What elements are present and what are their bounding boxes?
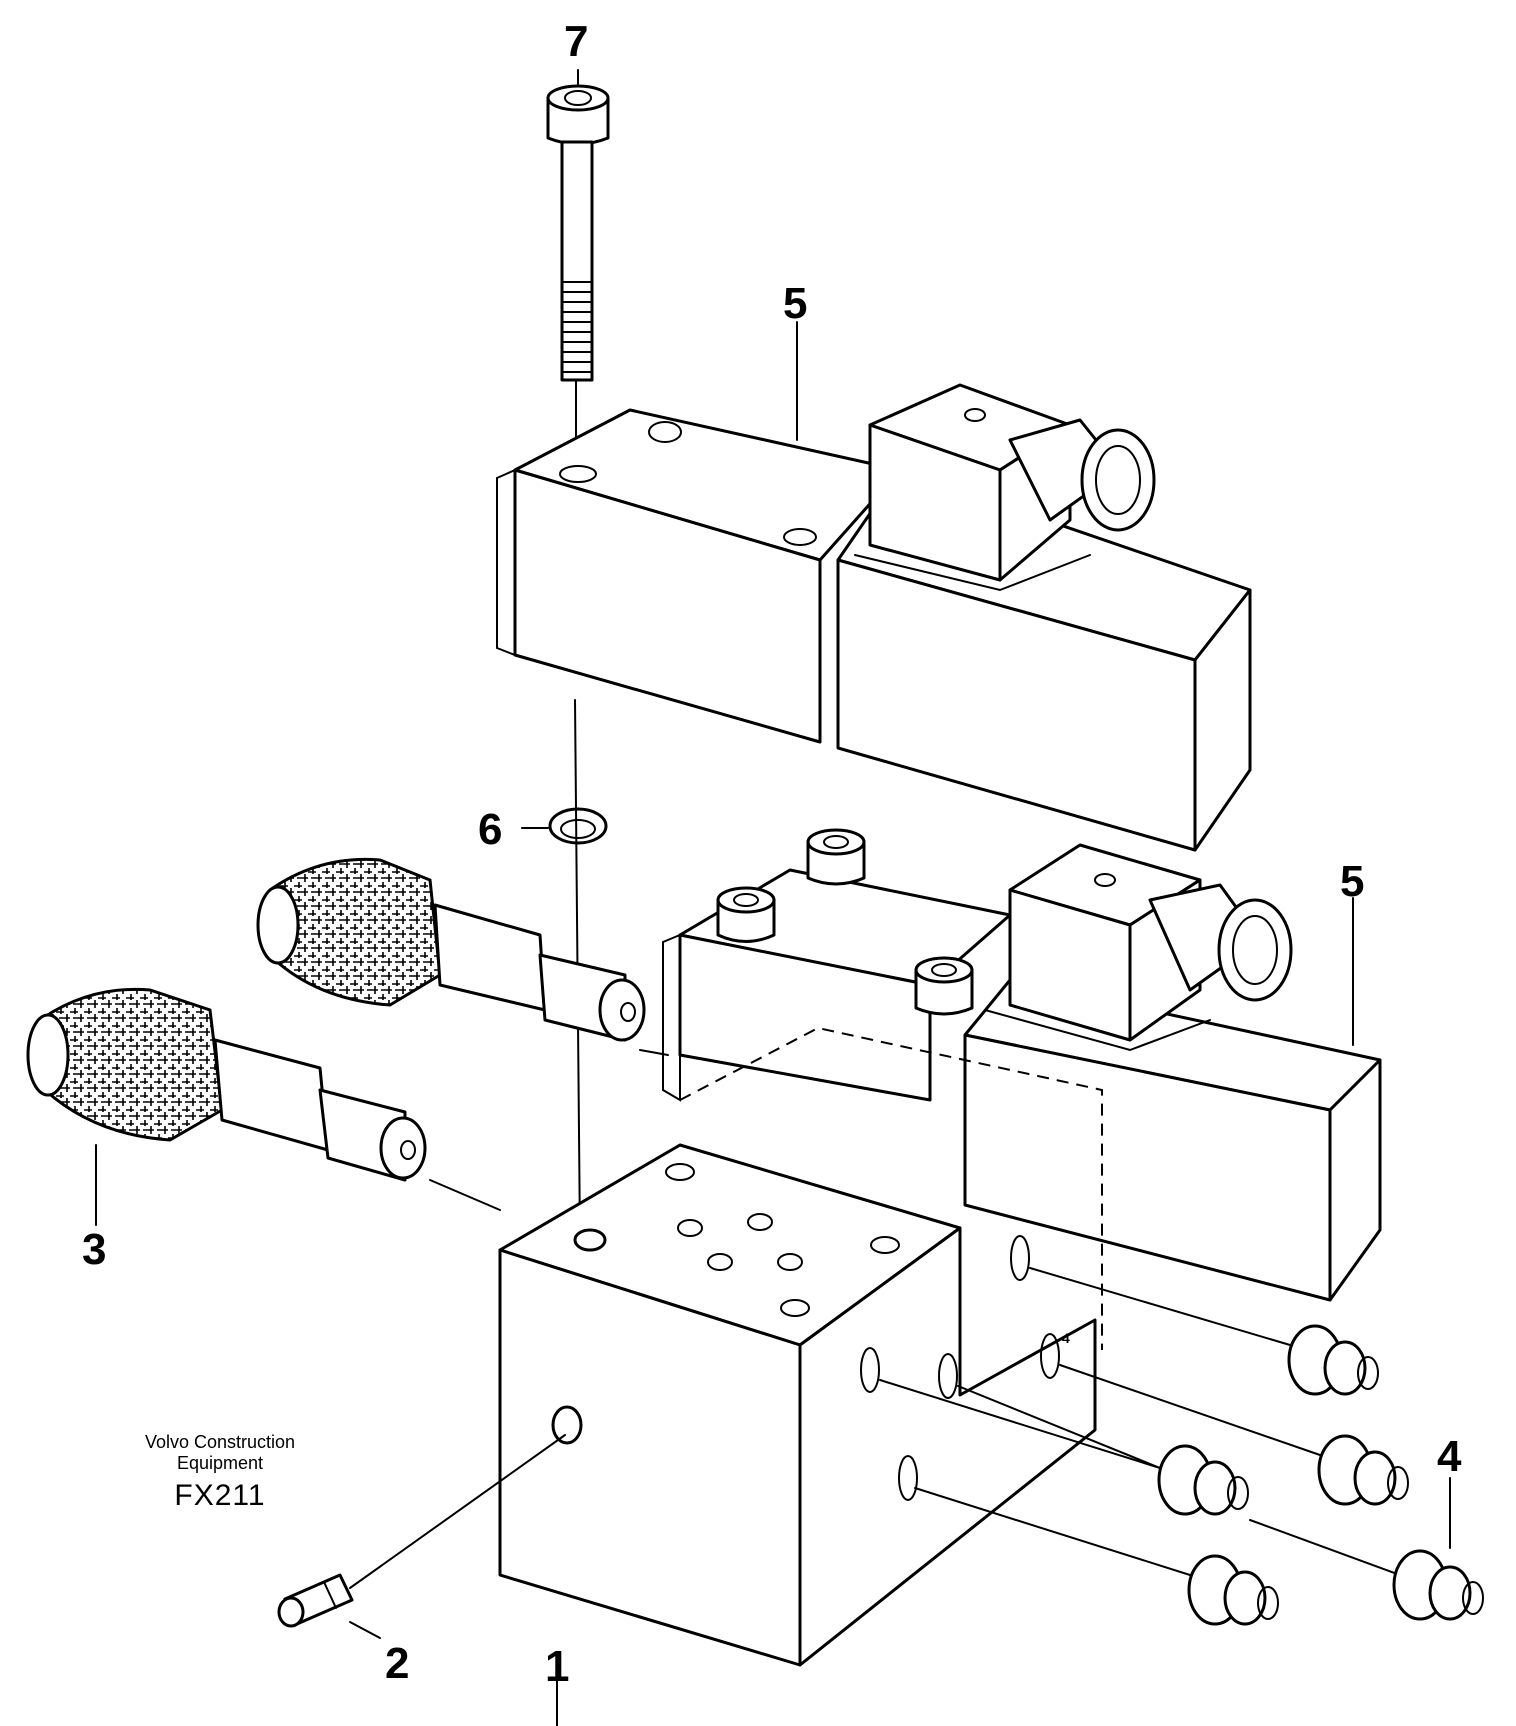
figure-code: FX211 — [174, 1479, 266, 1513]
cap-screw — [546, 84, 610, 471]
valve-bolt-b — [806, 828, 866, 886]
manifold-block — [498, 1026, 1103, 1667]
lower-solenoid-valve — [662, 828, 1382, 1302]
upper-solenoid-valve — [496, 383, 1252, 852]
brand-block: Volvo Construction Equipment FX211 — [120, 1432, 320, 1514]
port-plug-2 — [1317, 1434, 1409, 1506]
valve-bolt-a — [716, 886, 776, 943]
callout-7: 7 — [564, 17, 589, 66]
small-plug — [277, 1434, 566, 1628]
small-port-mark: 4 — [1062, 1330, 1070, 1346]
brand-line-2: Equipment — [176, 1452, 264, 1473]
valve-cartridge-lower — [26, 987, 501, 1211]
port-plug-5 — [1187, 1554, 1279, 1626]
brand-line-1: Volvo Construction — [144, 1432, 296, 1452]
callout-6: 6 — [478, 805, 503, 854]
callout-4: 4 — [1437, 1432, 1462, 1481]
port-plug-1 — [1287, 1324, 1379, 1396]
o-ring — [521, 807, 608, 845]
leader-lines — [95, 69, 1451, 1726]
callout-5-lower: 5 — [1340, 857, 1365, 906]
callout-1: 1 — [545, 1642, 570, 1691]
valve-bolt-c — [914, 956, 974, 1016]
port-plug-4 — [1392, 1549, 1484, 1621]
callout-5-upper: 5 — [783, 279, 808, 328]
valve-cartridge-upper — [256, 857, 669, 1056]
callout-2: 2 — [385, 1639, 410, 1688]
port-plugs — [879, 1267, 1484, 1626]
callout-3: 3 — [82, 1225, 107, 1274]
port-plug-3 — [1157, 1444, 1249, 1516]
